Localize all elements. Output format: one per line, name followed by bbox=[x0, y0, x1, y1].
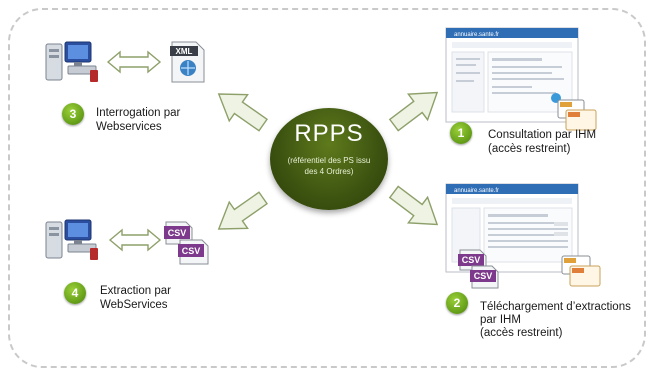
label-line: Webservices bbox=[96, 121, 162, 133]
csv-label: CSV bbox=[462, 255, 481, 265]
arrow-to-extraction bbox=[208, 184, 273, 243]
node-label-3: Interrogation par Webservices bbox=[96, 106, 180, 134]
arrow-to-interrogation bbox=[208, 80, 273, 139]
csv-label: CSV bbox=[474, 271, 493, 281]
label-line: (accès restreint) bbox=[480, 327, 563, 339]
csv-label: CSV bbox=[182, 246, 201, 256]
xml-label: XML bbox=[176, 47, 193, 56]
diagram: RPPS (référentiel des PS issu des 4 Ordr… bbox=[8, 8, 646, 368]
website-consultation-screenshot: annuaire.sante.fr bbox=[445, 27, 597, 131]
arrow-to-telechargement bbox=[383, 178, 448, 238]
site-title: annuaire.sante.fr bbox=[454, 188, 499, 194]
site-title: annuaire.sante.fr bbox=[454, 32, 499, 38]
node-label-2: Téléchargement d’extractions par IHM (ac… bbox=[480, 301, 631, 340]
node-label-4: Extraction par WebServices bbox=[100, 284, 171, 312]
csv-label: CSV bbox=[168, 228, 187, 238]
label-line: Interrogation par bbox=[96, 107, 181, 119]
label-line: Téléchargement d’extractions bbox=[480, 301, 631, 313]
arrow-to-consultation bbox=[383, 79, 448, 139]
rpps-hub: RPPS (référentiel des PS issu des 4 Ordr… bbox=[270, 108, 388, 210]
xml-file-icon: XML bbox=[170, 41, 205, 83]
label-line: Consultation par IHM bbox=[488, 129, 597, 141]
label-line: WebServices bbox=[100, 299, 168, 311]
label-line: (accès restreint) bbox=[488, 143, 571, 155]
double-arrow-bottom bbox=[108, 228, 162, 252]
label-line: Extraction par bbox=[100, 285, 171, 297]
hub-subtitle: (référentiel des PS issu des 4 Ordres) bbox=[287, 156, 371, 176]
node-label-1: Consultation par IHM (accès restreint) bbox=[488, 128, 596, 156]
server-workstation-icon bbox=[45, 219, 98, 260]
label-line: par IHM bbox=[480, 314, 521, 326]
step-badge-3: 3 bbox=[62, 103, 84, 125]
step-badge-2: 2 bbox=[446, 292, 468, 314]
double-arrow-top bbox=[106, 50, 162, 74]
server-workstation-icon bbox=[45, 41, 98, 82]
flow-arrows bbox=[106, 50, 448, 252]
step-badge-4: 4 bbox=[64, 282, 86, 304]
csv-files-icon: CSV CSV bbox=[164, 221, 209, 265]
hub-title: RPPS bbox=[294, 120, 364, 147]
step-badge-1: 1 bbox=[450, 122, 472, 144]
csv-files-icon: CSV CSV bbox=[458, 249, 499, 289]
